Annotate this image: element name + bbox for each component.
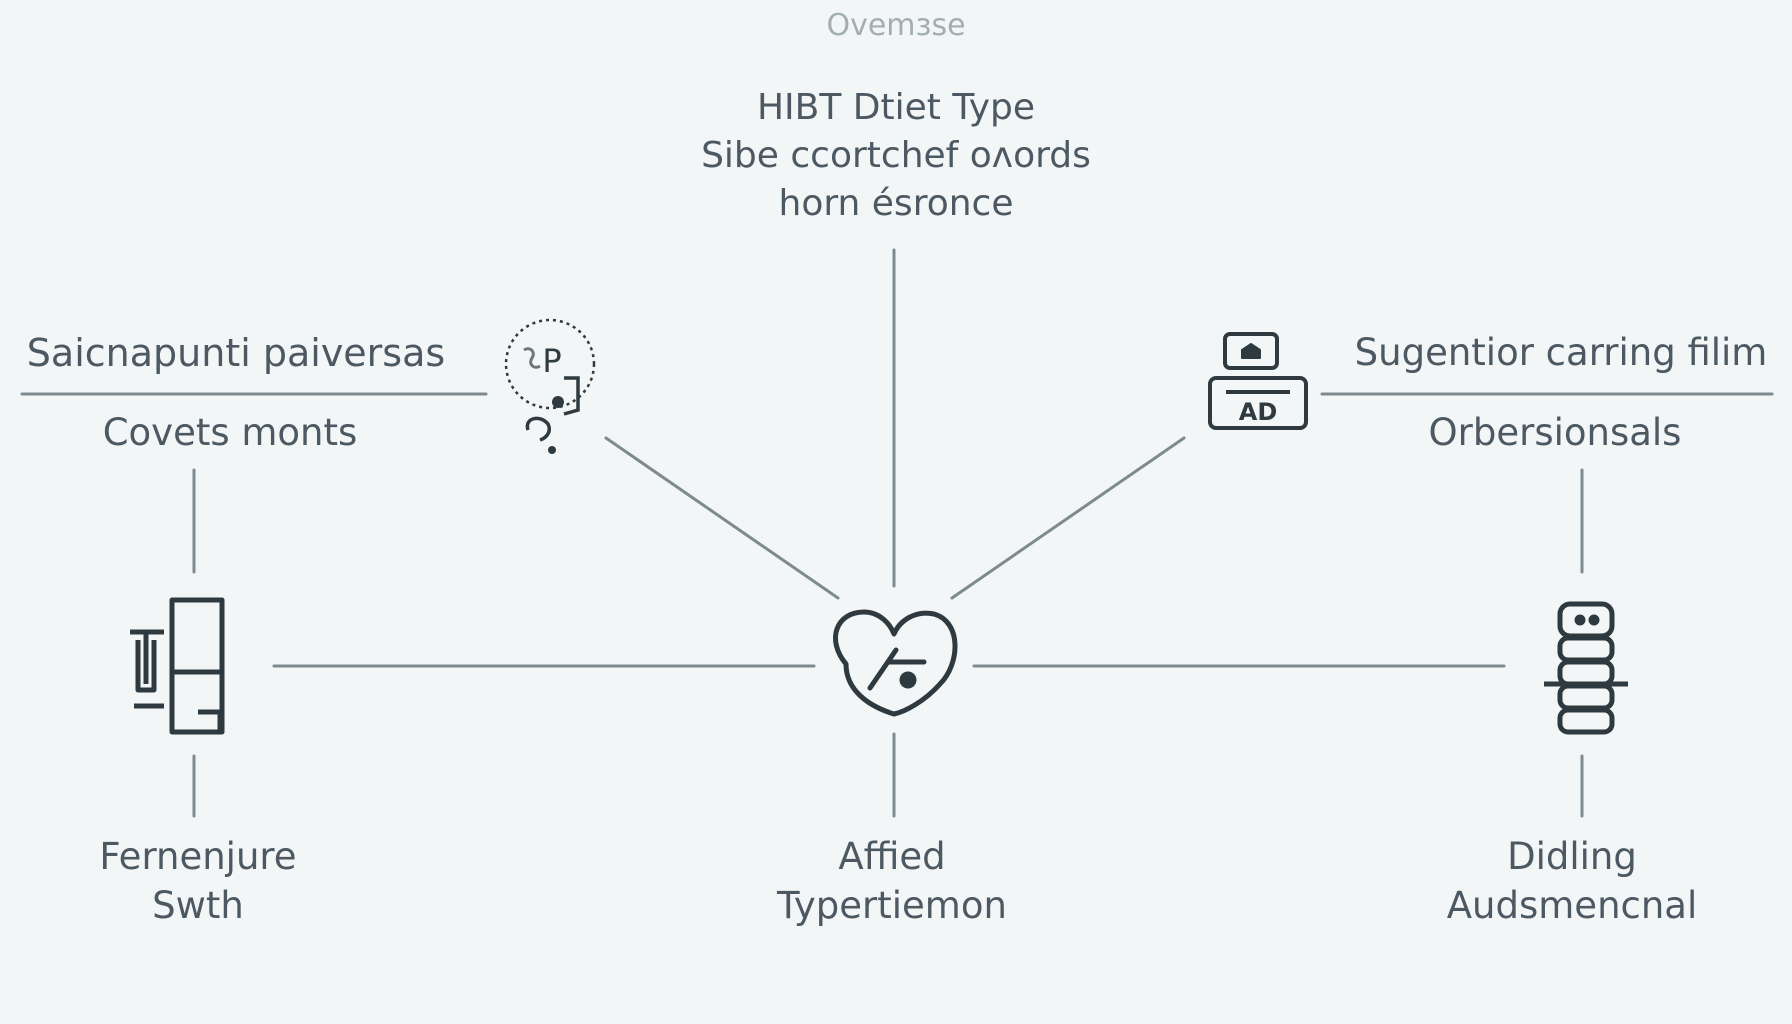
left-top-label: Saicnapunti paiversas [26,331,446,375]
center-top-label-line-1: HIBT Dtiet Type [756,87,1036,128]
person-profile-letter: P [542,342,561,380]
center-top-label-line-2: Sibe ccortchef oʌords [701,135,1091,176]
bottom-center-label: Affied Typertiemon [692,832,1092,930]
left-sub-label: Covets monts [102,411,358,454]
ad-monitor-icon: AD [1208,332,1308,430]
heart-gauge-icon [833,609,958,717]
bottom-left-label: Fernenjure Swth [48,832,348,930]
bottom-left-label-line-2: Swth [152,884,244,927]
right-sub-label: Orbersionsals [1428,411,1682,454]
bottom-center-label-line-2: Typertiemon [777,884,1007,927]
bottom-left-label-line-1: Fernenjure [99,835,297,878]
person-profile-icon: P [504,318,596,454]
device-tool-icon [130,597,225,735]
ad-monitor-letters: AD [1239,398,1278,426]
bottom-right-label: Didling Audsmencnal [1392,832,1752,930]
stacked-server-icon [1544,601,1628,735]
diagram-caption: Ovemɜse [826,8,966,43]
right-top-label: Sugentior carring filim [1354,331,1768,374]
center-top-label: HIBT Dtiet Type Sibe ccortchef oʌords ho… [596,84,1196,228]
bottom-center-label-line-1: Affied [838,835,946,878]
connector-upper-right-diagonal [950,436,1186,600]
connector-upper-left-diagonal [604,436,840,600]
bottom-right-label-line-2: Audsmencnal [1446,884,1698,927]
bottom-right-label-line-1: Didling [1507,835,1637,878]
center-top-label-line-3: horn ésronce [778,183,1014,224]
